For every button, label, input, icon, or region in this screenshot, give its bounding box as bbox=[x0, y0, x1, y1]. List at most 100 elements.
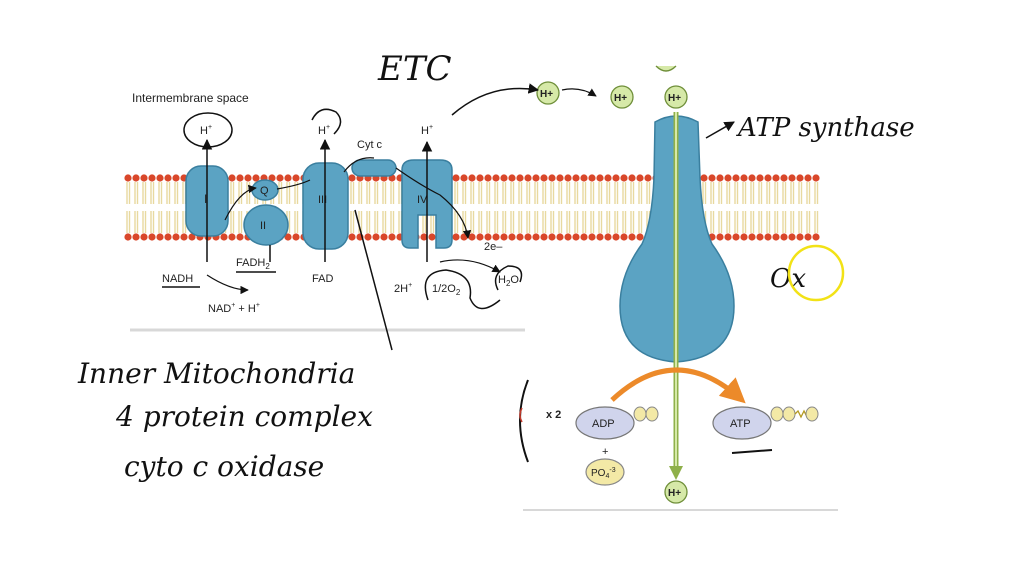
h-ion-top bbox=[655, 65, 677, 72]
lipid-head bbox=[180, 233, 188, 241]
lipid-head bbox=[292, 233, 300, 241]
h-ion-transfer-arrow bbox=[561, 88, 597, 97]
lipid-head bbox=[140, 174, 148, 182]
electron-path-iii-cytc bbox=[343, 157, 375, 173]
lipid-head bbox=[604, 233, 612, 241]
lipid-head bbox=[468, 174, 476, 182]
lipid-head bbox=[516, 233, 524, 241]
lipid-head bbox=[372, 233, 380, 241]
lipid-head bbox=[700, 174, 708, 182]
lipid-head bbox=[124, 233, 132, 241]
h-plus-circle-i bbox=[183, 112, 233, 148]
lipid-head bbox=[524, 174, 532, 182]
h-plus-label-i: H+ bbox=[200, 124, 212, 137]
lipid-head bbox=[292, 174, 300, 182]
lipid-head bbox=[252, 174, 260, 182]
adp-to-atp-arrow bbox=[610, 367, 746, 404]
lipid-head bbox=[172, 233, 180, 241]
lipid-head bbox=[468, 233, 476, 241]
intermembrane-space-label: Intermembrane space bbox=[132, 91, 249, 105]
lipid-head bbox=[772, 233, 780, 241]
lipid-head bbox=[796, 174, 804, 182]
electron-path-i-q bbox=[224, 184, 257, 221]
complex-ii-label: II bbox=[260, 220, 266, 232]
adp-molecule: ADP bbox=[575, 406, 659, 440]
svg-text:PO4-3: PO4-3 bbox=[591, 467, 616, 480]
lipid-head bbox=[724, 174, 732, 182]
lipid-head bbox=[220, 233, 228, 241]
atp-molecule: ATP bbox=[712, 406, 819, 440]
atp-synthase-arrow bbox=[705, 121, 735, 139]
note-line-3: cyto c oxidase bbox=[124, 450, 324, 483]
lipid-head bbox=[500, 233, 508, 241]
lipid-head bbox=[716, 233, 724, 241]
complex-i-label: I bbox=[204, 192, 207, 206]
lipid-head bbox=[620, 174, 628, 182]
lipid-head bbox=[604, 174, 612, 182]
lipid-head bbox=[540, 174, 548, 182]
lipid-head bbox=[556, 233, 564, 241]
lipid-head bbox=[484, 233, 492, 241]
lipid-head bbox=[428, 233, 436, 241]
svg-text:H+: H+ bbox=[668, 93, 681, 104]
lipid-head bbox=[548, 174, 556, 182]
atp-synthase-annotation: ATP synthase bbox=[736, 113, 915, 143]
lipid-head bbox=[788, 233, 796, 241]
nadh-arrow bbox=[206, 274, 249, 295]
lipid-head bbox=[508, 233, 516, 241]
lipid-head bbox=[548, 233, 556, 241]
svg-text:H+: H+ bbox=[540, 89, 553, 100]
lipid-head bbox=[612, 233, 620, 241]
lipid-head bbox=[244, 174, 252, 182]
lipid-head bbox=[764, 233, 772, 241]
lipid-head bbox=[740, 174, 748, 182]
q-label: Q bbox=[260, 185, 269, 197]
lipid-head bbox=[564, 233, 572, 241]
lipid-head bbox=[508, 174, 516, 182]
lipid-head bbox=[228, 233, 236, 241]
oxygen-circle bbox=[424, 269, 501, 310]
lipid-head bbox=[748, 233, 756, 241]
note-line-1: Inner Mitochondria bbox=[77, 357, 355, 390]
lipid-head bbox=[476, 174, 484, 182]
cyt-c-label: Cyt c bbox=[357, 139, 383, 151]
lipid-head bbox=[756, 174, 764, 182]
lipid-head bbox=[612, 174, 620, 182]
lipid-head bbox=[452, 233, 460, 241]
lipid-head bbox=[148, 174, 156, 182]
nadh-label: NADH bbox=[162, 273, 193, 285]
lipid-head bbox=[564, 174, 572, 182]
lipid-head bbox=[268, 174, 276, 182]
svg-text:ADP: ADP bbox=[592, 418, 615, 430]
times-two-label: x 2 bbox=[546, 409, 561, 421]
lipid-head bbox=[500, 174, 508, 182]
fad-label: FAD bbox=[312, 273, 333, 285]
lipid-head bbox=[580, 233, 588, 241]
lipid-head bbox=[524, 233, 532, 241]
h-ion-bottom: H+ bbox=[664, 480, 688, 504]
phosphate-molecule: PO4-3 bbox=[585, 458, 625, 486]
lipid-head bbox=[812, 174, 820, 182]
lipid-head bbox=[620, 233, 628, 241]
atp-underline bbox=[731, 449, 773, 454]
svg-text:H+: H+ bbox=[614, 93, 627, 104]
lipid-head bbox=[236, 174, 244, 182]
lipid-head bbox=[484, 174, 492, 182]
lipid-head bbox=[460, 174, 468, 182]
lipid-head bbox=[388, 233, 396, 241]
h-ion-1: H+ bbox=[536, 81, 560, 105]
lipid-head bbox=[556, 174, 564, 182]
highlight-circle bbox=[787, 244, 845, 302]
lipid-head bbox=[756, 233, 764, 241]
lipid-head bbox=[140, 233, 148, 241]
svg-text:ATP: ATP bbox=[730, 418, 751, 430]
lipid-head bbox=[228, 174, 236, 182]
lipid-head bbox=[628, 233, 636, 241]
two-electron-label: 2e– bbox=[484, 241, 503, 253]
complex-iii-label: III bbox=[318, 194, 327, 206]
lipid-head bbox=[540, 233, 548, 241]
h2o-label: H2O bbox=[498, 274, 519, 288]
lipid-head bbox=[740, 233, 748, 241]
lipid-head bbox=[588, 174, 596, 182]
lipid-head bbox=[764, 174, 772, 182]
